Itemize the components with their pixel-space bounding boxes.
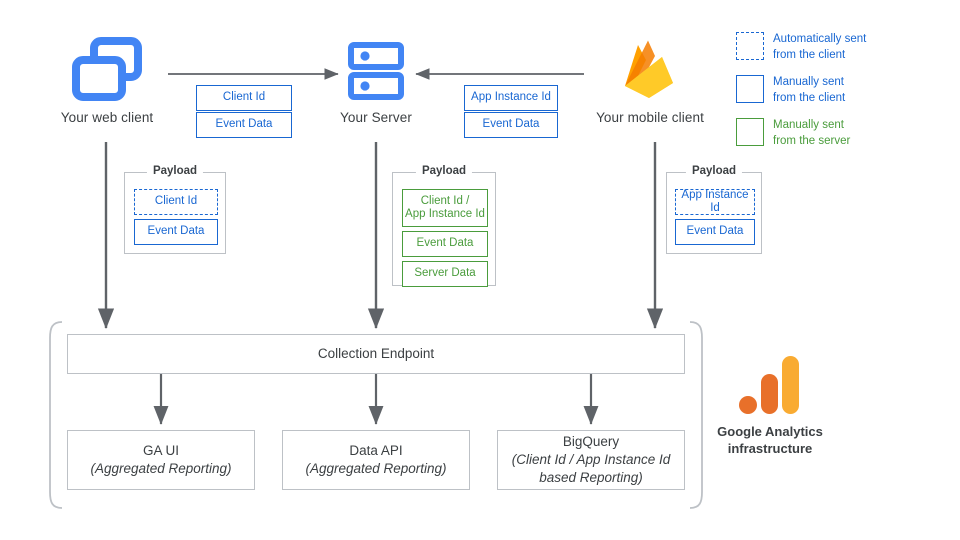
payload-server-item-ids-line1: Client Id / [420,194,470,207]
legend-manual-client-line2: from the client [773,91,846,104]
legend-swatch-solid-blue [736,75,764,104]
legend-text-manual-client: Manually sent from the client [773,75,845,106]
payload-web-item-event-data: Event Data [134,219,218,245]
ga-caption-line1: Google Analytics [717,424,823,439]
legend-text-manual-server: Manually sent from the server [773,118,850,149]
legend: Automatically sent from the client Manua… [736,32,946,149]
payload-web-item-client-id: Client Id [134,189,218,215]
legend-item-manual-server: Manually sent from the server [736,118,946,149]
payload-server-item-ids: Client Id / App Instance Id [402,189,488,227]
payload-server: Payload Client Id / App Instance Id Even… [392,165,496,287]
output-bigquery-sub-line1: (Client Id / App Instance Id [511,451,671,467]
transfer-chip-mobile-event-data: Event Data [464,112,558,138]
ga-caption-line2: infrastructure [727,440,813,456]
web-client-label: Your web client [60,110,154,125]
legend-manual-server-line1: Manually sent [773,119,844,132]
google-analytics-bars-icon [738,356,802,416]
output-bigquery-sub-line2: based Reporting) [539,470,643,486]
legend-automatic-client-line2: from the client [773,48,846,61]
firebase-flame-icon [618,38,680,102]
legend-swatch-dashed-blue [736,32,764,60]
output-box-data-api: Data API (Aggregated Reporting) [282,430,470,490]
payload-mobile: Payload App Instance Id Event Data [666,165,762,254]
output-box-ga-ui: GA UI (Aggregated Reporting) [67,430,255,490]
payload-web: Payload Client Id Event Data [124,165,226,254]
collection-endpoint-box: Collection Endpoint [67,334,685,374]
legend-item-manual-client: Manually sent from the client [736,75,946,106]
bracket-left [49,321,63,509]
server-racks-icon [348,42,404,100]
mobile-client-label: Your mobile client [596,110,704,125]
legend-manual-server-line2: from the server [773,134,851,147]
legend-swatch-solid-green [736,118,764,147]
legend-text-automatic-client: Automatically sent from the client [773,32,866,63]
collection-endpoint-label: Collection Endpoint [317,345,435,361]
output-ga-ui-name: GA UI [142,442,179,458]
output-bigquery-name: BigQuery [562,433,620,449]
output-data-api-sub: (Aggregated Reporting) [305,461,447,476]
payload-server-item-server-data: Server Data [402,261,488,287]
google-analytics-caption: Google Analytics infrastructure [686,424,854,458]
transfer-chip-mobile-app-instance-id: App Instance Id [464,85,558,111]
payload-web-title: Payload [146,165,204,177]
output-data-api-name: Data API [349,442,403,458]
payload-server-item-event-data: Event Data [402,231,488,257]
payload-mobile-item-app-instance-id: App Instance Id [675,189,755,215]
server-label: Your Server [340,110,412,125]
transfer-chip-web-event-data: Event Data [196,112,292,138]
payload-server-item-ids-line2: App Instance Id [405,208,485,220]
payload-server-title: Payload [415,165,473,177]
bracket-right [689,321,703,509]
output-box-bigquery: BigQuery (Client Id / App Instance Id ba… [497,430,685,490]
payload-mobile-title: Payload [685,165,743,177]
legend-automatic-client-line1: Automatically sent [773,33,867,45]
payload-mobile-item-event-data: Event Data [675,219,755,245]
transfer-chip-web-client-id: Client Id [196,85,292,111]
legend-manual-client-line1: Manually sent [773,76,844,89]
legend-item-automatic-client: Automatically sent from the client [736,32,946,63]
browser-windows-icon [72,37,142,101]
output-ga-ui-sub: (Aggregated Reporting) [90,461,232,476]
